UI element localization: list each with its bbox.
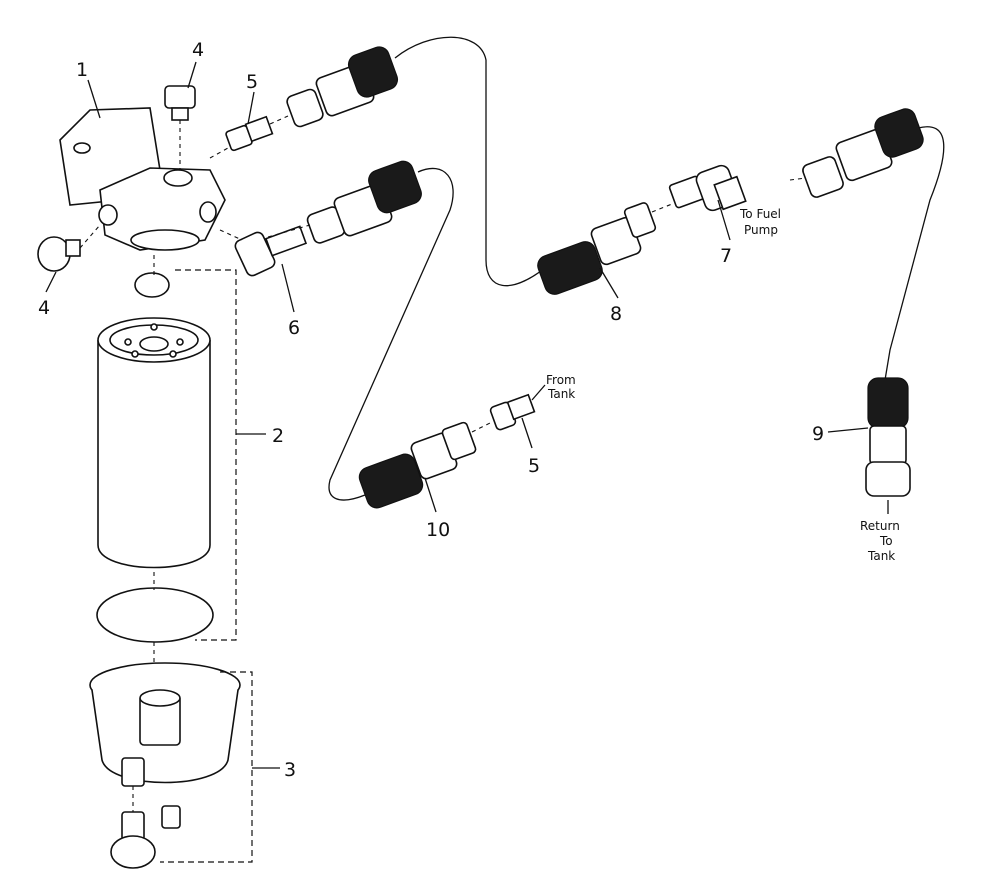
adapter-top <box>225 115 274 152</box>
label-part-5-lower: 5 <box>528 455 540 477</box>
caption-return-to-tank-line1: Return <box>860 519 900 533</box>
label-part-6: 6 <box>288 317 300 339</box>
caption-from-tank-line2: Tank <box>547 387 575 401</box>
caption-return-to-tank-line2: To <box>879 534 893 548</box>
plug-left <box>37 236 81 272</box>
o-ring-large <box>96 587 214 643</box>
label-part-4-top: 4 <box>192 39 204 61</box>
plug-top <box>164 85 196 121</box>
hose-end-upper <box>286 46 399 128</box>
label-part-5-top: 5 <box>246 71 258 93</box>
elbow-fitting <box>234 225 308 277</box>
filter-bowl <box>89 662 241 787</box>
caption-to-fuel-pump-line1: To Fuel <box>739 207 781 221</box>
elbow-7 <box>668 164 747 212</box>
caption-to-fuel-pump-line2: Pump <box>744 223 778 237</box>
caption-from-tank-line1: From <box>546 373 576 387</box>
adapter-from-tank <box>489 393 536 431</box>
bracket-3 <box>160 671 253 863</box>
hose-assembly-9 <box>802 108 924 198</box>
bracket-2 <box>175 269 237 641</box>
label-part-7: 7 <box>720 245 732 267</box>
return-hose-line <box>884 126 945 381</box>
label-part-8: 8 <box>610 303 622 325</box>
hose-end-tank-supply <box>306 160 422 244</box>
hose-assembly-8 <box>537 202 657 295</box>
label-part-9: 9 <box>812 423 824 445</box>
supply-hose-line <box>394 36 546 287</box>
label-part-4-left: 4 <box>38 297 50 319</box>
tank-hose-line <box>328 167 454 501</box>
filter-head <box>59 107 226 251</box>
label-part-10: 10 <box>426 519 450 541</box>
bowl-plug <box>161 805 181 829</box>
label-part-1: 1 <box>76 59 88 81</box>
filter-element <box>97 317 211 569</box>
caption-return-to-tank-line3: Tank <box>867 549 895 563</box>
hose-assembly-10 <box>358 421 477 509</box>
o-ring-small <box>134 272 170 298</box>
hose-end-9-lower <box>865 377 911 497</box>
label-part-2: 2 <box>272 425 284 447</box>
drain-valve <box>110 811 156 869</box>
label-part-3: 3 <box>284 759 296 781</box>
